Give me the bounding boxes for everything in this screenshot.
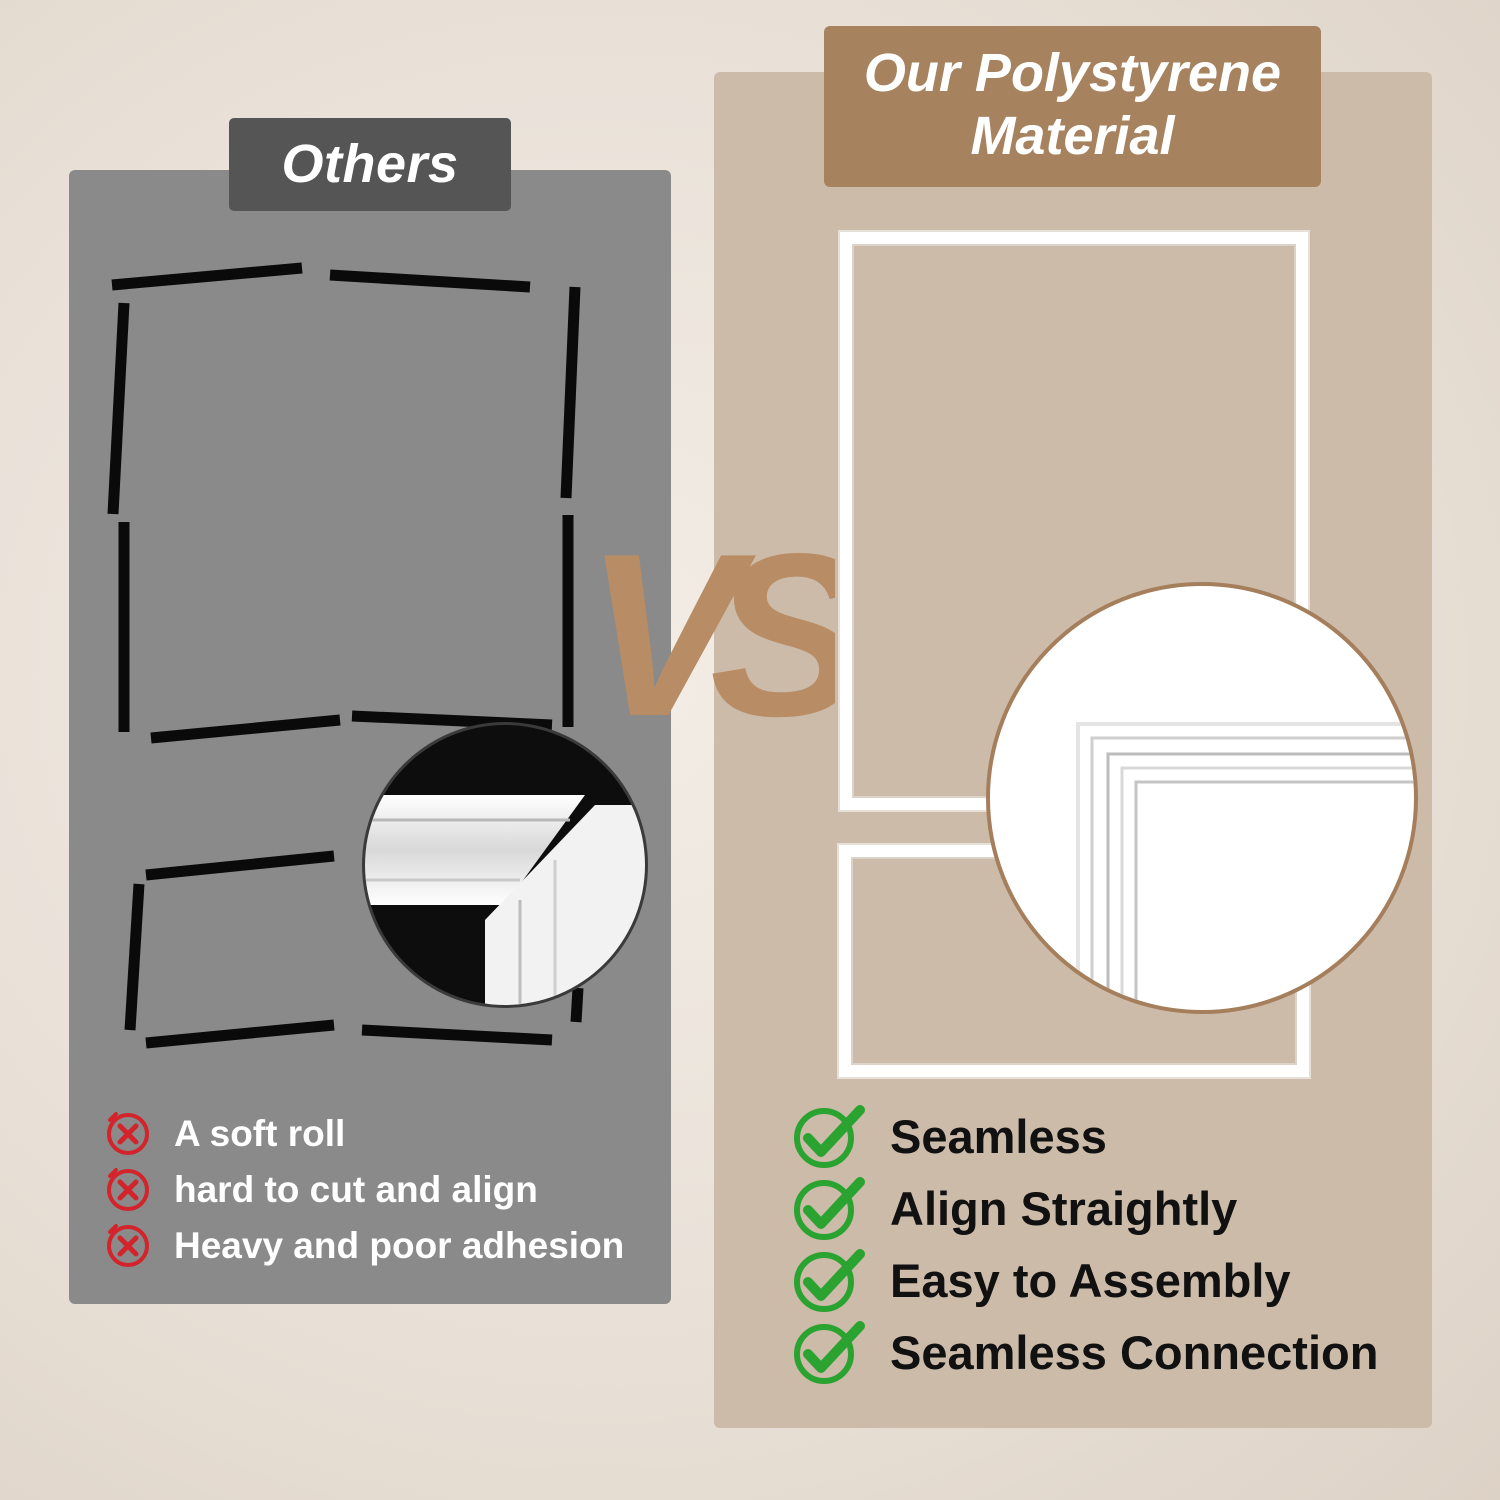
cons-list: A soft roll hard to cut and align Heavy … <box>104 1106 624 1274</box>
cons-item: A soft roll <box>104 1106 624 1162</box>
seamless-corner-zoom <box>986 582 1418 1014</box>
polystyrene-label: Our Polystyrene Material <box>824 26 1321 187</box>
pros-list: Seamless Align Straightly Easy to Assemb… <box>790 1100 1378 1388</box>
check-circle-icon <box>794 1105 865 1168</box>
cons-item-text: A soft roll <box>174 1113 346 1154</box>
polystyrene-label-line2: Material <box>970 106 1175 166</box>
x-circle-icon <box>107 1112 149 1155</box>
vs-text: VS <box>585 515 835 740</box>
vs-logo: VS <box>585 515 835 740</box>
misaligned-corner-zoom <box>362 722 648 1008</box>
x-circle-icon <box>107 1224 149 1267</box>
polystyrene-label-line1: Our Polystyrene <box>863 43 1282 103</box>
cons-item: Heavy and poor adhesion <box>104 1218 624 1274</box>
check-circle-icon <box>794 1249 865 1312</box>
pros-item: Seamless <box>790 1100 1378 1172</box>
pros-item: Align Straightly <box>790 1172 1378 1244</box>
x-circle-icon <box>107 1168 149 1211</box>
pros-item: Seamless Connection <box>790 1316 1378 1388</box>
cons-item-text: Heavy and poor adhesion <box>174 1225 625 1266</box>
pros-item: Easy to Assembly <box>790 1244 1378 1316</box>
cons-item: hard to cut and align <box>104 1162 624 1218</box>
pros-item-text: Seamless <box>890 1109 1107 1163</box>
pros-item-text: Seamless Connection <box>890 1325 1379 1379</box>
others-label: Others <box>229 118 511 211</box>
check-circle-icon <box>794 1177 865 1240</box>
check-circle-icon <box>794 1321 865 1384</box>
cons-item-text: hard to cut and align <box>174 1169 538 1210</box>
pros-item-text: Easy to Assembly <box>890 1253 1291 1307</box>
pros-item-text: Align Straightly <box>890 1181 1238 1235</box>
